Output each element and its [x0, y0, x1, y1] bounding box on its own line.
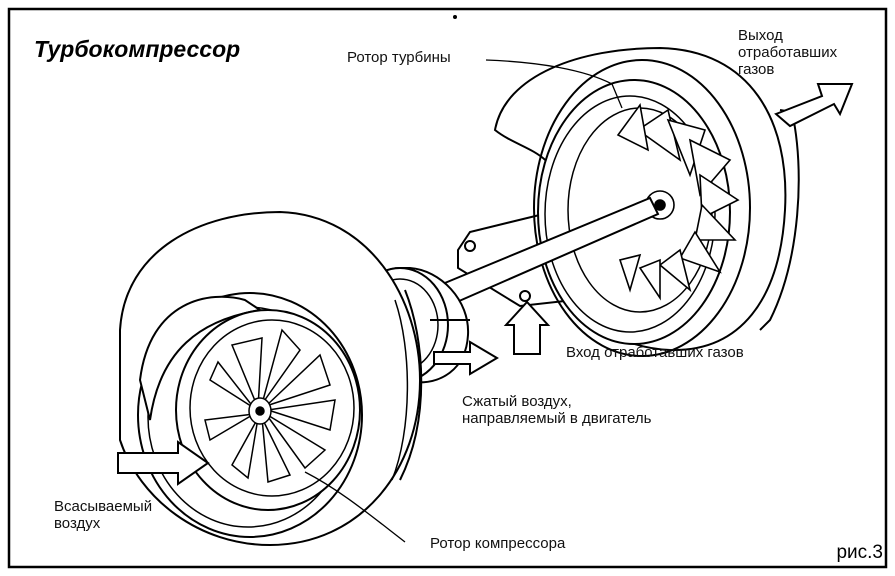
turbine-housing	[458, 48, 799, 356]
intake-air-line-1: Всасываемый	[54, 498, 152, 515]
exhaust-in-arrow	[506, 302, 548, 354]
speck-dot	[453, 15, 457, 19]
compressed-air-label: Сжатый воздух, направляемый в двигатель	[462, 393, 651, 427]
figure-label: рис.3	[836, 542, 883, 564]
exhaust-in-label: Вход отработавших газов	[566, 344, 744, 361]
compressor-rotor-label: Ротор компрессора	[430, 535, 565, 552]
diagram-title: Турбокомпрессор	[34, 36, 240, 63]
intake-air-label: Всасываемый воздух	[54, 498, 152, 532]
exhaust-out-line-2: отработавших	[738, 44, 837, 61]
compressed-air-line-1: Сжатый воздух,	[462, 393, 651, 410]
exhaust-out-line-3: газов	[738, 61, 837, 78]
exhaust-out-arrow	[776, 84, 852, 126]
exhaust-out-label: Выход отработавших газов	[738, 27, 837, 78]
compressed-air-line-2: направляемый в двигатель	[462, 410, 651, 427]
exhaust-out-line-1: Выход	[738, 27, 837, 44]
turbine-rotor-label: Ротор турбины	[347, 49, 451, 66]
intake-air-line-2: воздух	[54, 515, 152, 532]
